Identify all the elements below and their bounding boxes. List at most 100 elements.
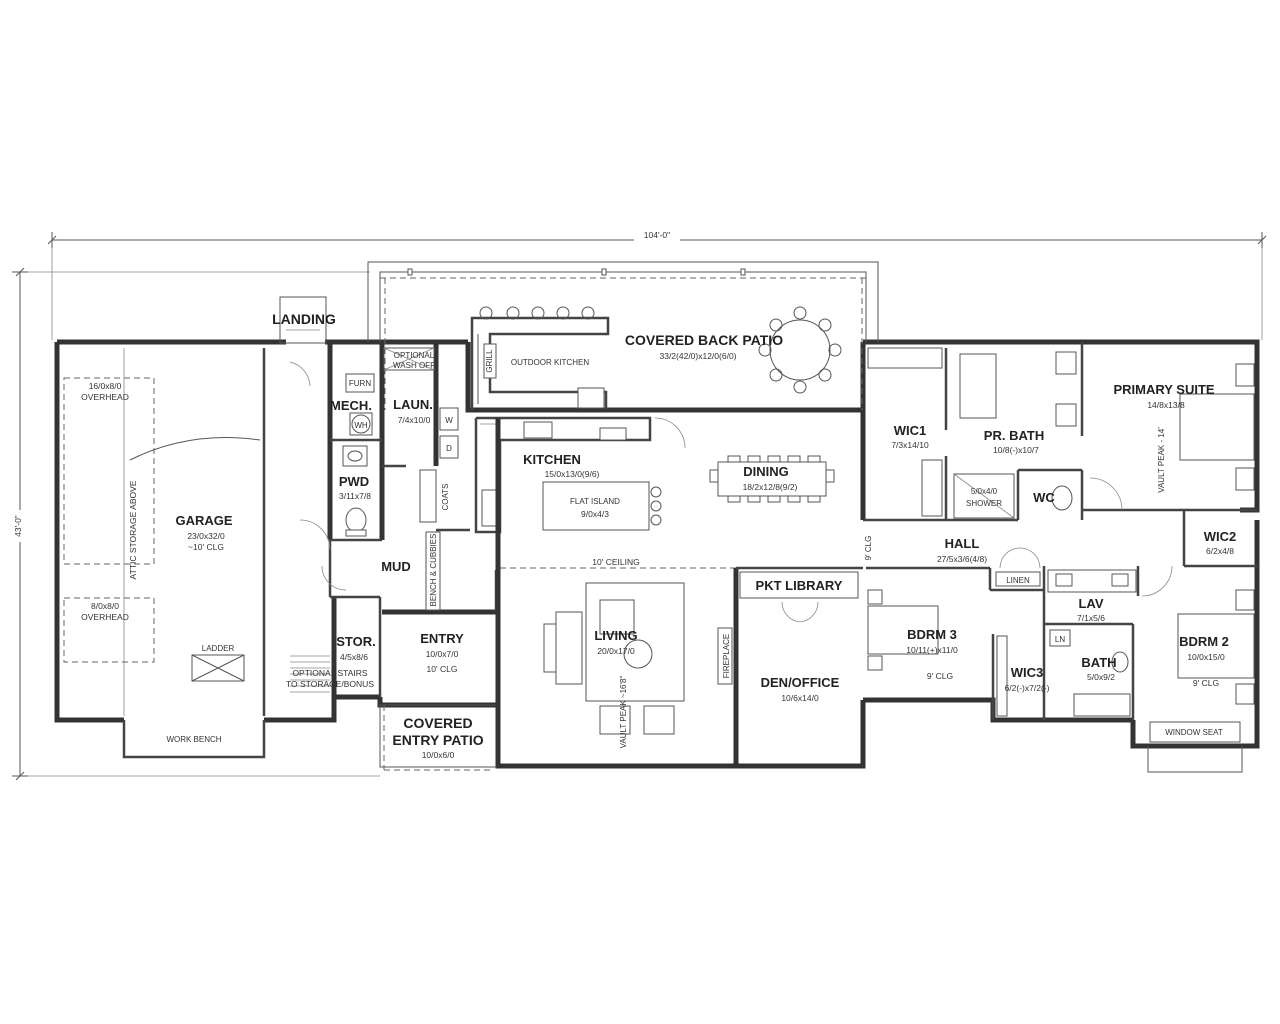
back-patio-outline bbox=[367, 261, 879, 410]
pwd-size: 3/11x7/8 bbox=[339, 491, 371, 501]
overhead2-size: 8/0x8/0 bbox=[91, 601, 119, 611]
overhead2-label: OVERHEAD bbox=[81, 612, 129, 622]
water-heater bbox=[349, 412, 373, 436]
dining-table bbox=[709, 455, 835, 503]
attic-storage-label: ATTIC STORAGE ABOVE bbox=[128, 480, 138, 579]
ladder-label: LADDER bbox=[202, 644, 235, 653]
island-size: 9/0x4/3 bbox=[581, 509, 609, 519]
wash-off-line1: OPTIONAL bbox=[394, 351, 435, 360]
bdrm3-label: BDRM 3 bbox=[907, 627, 957, 642]
grill-label: GRILL bbox=[485, 349, 494, 373]
entry-patio-line1: COVERED bbox=[403, 715, 472, 731]
dryer-label: D bbox=[446, 444, 452, 453]
island-label: FLAT ISLAND bbox=[570, 497, 620, 506]
utility-walls bbox=[327, 342, 498, 697]
depth-dimension: 43'-0" bbox=[13, 515, 23, 537]
bench-label: BENCH & CUBBIES bbox=[429, 534, 438, 607]
wic1-label: WIC1 bbox=[894, 423, 927, 438]
entry-clg: 10' CLG bbox=[427, 664, 458, 674]
bath-label: BATH bbox=[1081, 655, 1116, 670]
furn-label: FURN bbox=[349, 379, 371, 388]
living-walls bbox=[495, 418, 863, 766]
landing-label: LANDING bbox=[272, 311, 336, 327]
outdoor-kitchen-counter bbox=[470, 306, 610, 410]
pwd-label: PWD bbox=[339, 474, 369, 489]
furnace bbox=[345, 373, 375, 393]
bath-size: 5/0x9/2 bbox=[1087, 672, 1115, 682]
wic2-size: 6/2x4/8 bbox=[1206, 546, 1234, 556]
pkt-library-label: PKT LIBRARY bbox=[756, 578, 843, 593]
back-patio-label: COVERED BACK PATIO bbox=[625, 332, 783, 348]
entry-size: 10/0x7/0 bbox=[426, 649, 459, 659]
shower-size: 5/0x4/0 bbox=[971, 487, 998, 496]
bdrm3-size: 10/11(+)x11/0 bbox=[906, 645, 958, 655]
patio-round-table bbox=[758, 306, 842, 394]
stairs-note2: TO STORAGE/BONUS bbox=[286, 679, 374, 689]
washer-label: W bbox=[445, 416, 453, 425]
shower-label: SHOWER bbox=[966, 499, 1002, 508]
stor-size: 4/5x8/6 bbox=[340, 652, 368, 662]
primary-vault: VAULT PEAK - 14' bbox=[1157, 427, 1166, 493]
wic3-size: 6/2(-)x7/2(-) bbox=[1005, 683, 1050, 693]
ln-label: LN bbox=[1055, 635, 1065, 644]
stairs-note1: OPTIONAL STAIRS bbox=[292, 668, 367, 678]
dining-size: 18/2x12/8(9/2) bbox=[743, 482, 798, 492]
laun-size: 7/4x10/0 bbox=[398, 415, 431, 425]
living-ceiling: 10' CEILING bbox=[592, 557, 639, 567]
living-furniture bbox=[543, 582, 733, 735]
hall-clg: 9' CLG bbox=[864, 536, 873, 561]
entry-patio-size: 10/0x6/0 bbox=[422, 750, 455, 760]
primary-bed bbox=[1179, 393, 1255, 461]
overhead1-size: 16/0x8/0 bbox=[89, 381, 122, 391]
den-size: 10/6x14/0 bbox=[781, 693, 819, 703]
living-label: LIVING bbox=[594, 628, 637, 643]
hall-size: 27/5x3/6(4/8) bbox=[937, 554, 987, 564]
width-dimension: 104'-0" bbox=[644, 230, 670, 240]
garage-clg: ~10' CLG bbox=[188, 542, 224, 552]
garage-label: GARAGE bbox=[175, 513, 232, 528]
wic3-label: WIC3 bbox=[1011, 665, 1044, 680]
garage-size: 23/0x32/0 bbox=[187, 531, 225, 541]
overhead1-label: OVERHEAD bbox=[81, 392, 129, 402]
entry-label: ENTRY bbox=[420, 631, 464, 646]
optional-stairs bbox=[290, 655, 330, 693]
back-patio-size: 33/2(42/0)x12/0(6/0) bbox=[659, 351, 736, 361]
window-seat-label: WINDOW SEAT bbox=[1165, 728, 1223, 737]
pr-bath-label: PR. BATH bbox=[984, 428, 1044, 443]
wash-off-line2: WASH OFF bbox=[393, 361, 435, 370]
wh-label: WH bbox=[354, 421, 368, 430]
hall-label: HALL bbox=[945, 536, 980, 551]
wic2-label: WIC2 bbox=[1204, 529, 1237, 544]
mech-label: MECH. bbox=[330, 398, 372, 413]
dining-label: DINING bbox=[743, 464, 789, 479]
kitchen-size: 15/0x13/0(9/6) bbox=[545, 469, 600, 479]
bdrm2-clg: 9' CLG bbox=[1193, 678, 1219, 688]
work-bench-label: WORK BENCH bbox=[166, 735, 221, 744]
landing-steps bbox=[279, 296, 327, 344]
bdrm2-size: 10/0x15/0 bbox=[1187, 652, 1225, 662]
stor-label: STOR. bbox=[336, 634, 376, 649]
laun-label: LAUN. bbox=[393, 397, 433, 412]
lav-label: LAV bbox=[1078, 596, 1103, 611]
coats-label: COATS bbox=[441, 484, 450, 511]
hall-tub bbox=[1073, 693, 1131, 717]
flat-island bbox=[542, 481, 662, 531]
bdrm3-bed bbox=[867, 605, 939, 655]
mud-label: MUD bbox=[381, 559, 411, 574]
pr-bath-size: 10/8(-)x10/7 bbox=[993, 445, 1039, 455]
wc-label: WC bbox=[1033, 490, 1055, 505]
den-label: DEN/OFFICE bbox=[761, 675, 840, 690]
outdoor-kitchen-label: OUTDOOR KITCHEN bbox=[511, 358, 589, 367]
bdrm3-clg: 9' CLG bbox=[927, 671, 953, 681]
right-wing-walls bbox=[860, 342, 1257, 720]
fireplace-label: FIREPLACE bbox=[722, 634, 731, 678]
tub bbox=[959, 353, 997, 419]
primary-suite-size: 14/8x13/8 bbox=[1147, 400, 1185, 410]
living-vault: VAULT PEAK ~16'8" bbox=[619, 676, 628, 749]
lav-size: 7/1x5/6 bbox=[1077, 613, 1105, 623]
living-size: 20/0x17/0 bbox=[597, 646, 635, 656]
linen-label: LINEN bbox=[1006, 576, 1030, 585]
entry-patio-line2: ENTRY PATIO bbox=[392, 732, 483, 748]
primary-suite-label: PRIMARY SUITE bbox=[1113, 382, 1214, 397]
